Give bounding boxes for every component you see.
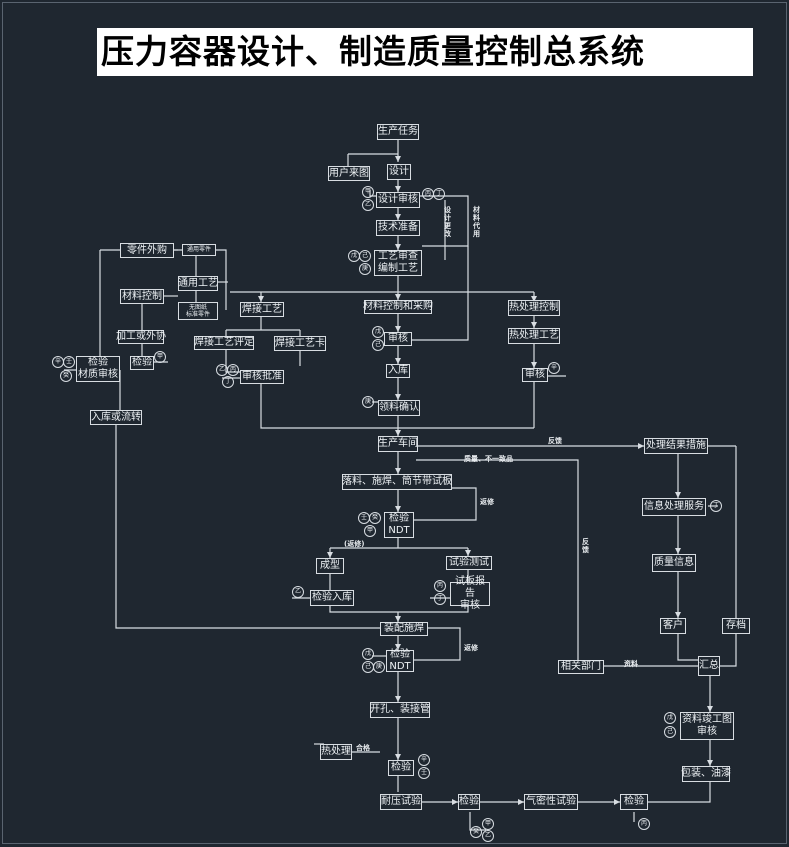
marker-circle: 丁 <box>434 593 446 605</box>
node-quality-info[interactable]: 质量信息 <box>652 554 696 572</box>
node-parts-purchase[interactable]: 零件外购 <box>120 243 174 258</box>
node-test-report[interactable]: 试板报告 审核 <box>450 576 490 611</box>
node-material-confirm[interactable]: 领料确认 <box>378 400 420 416</box>
node-design[interactable]: 设计 <box>387 164 411 180</box>
diagram-title: 压力容器设计、制造质量控制总系统 <box>97 28 753 76</box>
marker-circle: 乙 <box>482 830 494 842</box>
node-opening-nozzle[interactable]: 开孔、装接管 <box>370 702 430 718</box>
node-leak-test[interactable]: 气密性试验 <box>524 794 578 810</box>
marker-circle: 甲 <box>482 818 494 830</box>
marker-circle: 戊 <box>664 712 676 724</box>
marker-circle: 庚 <box>359 263 371 275</box>
node-inspect-2[interactable]: 检验 <box>388 760 414 776</box>
node-packing-paint[interactable]: 包装、油漆 <box>681 766 731 782</box>
marker-circle: 癸 <box>369 512 381 524</box>
node-workshop[interactable]: 生产车间 <box>378 436 418 452</box>
marker-circle: 丙 <box>638 818 650 830</box>
node-standard-parts[interactable]: 无图纸 标准零件 <box>178 302 218 320</box>
node-common-parts[interactable]: 通用零件 <box>182 244 216 256</box>
marker-circle: 戊 <box>362 648 374 660</box>
node-related-dept[interactable]: 相关部门 <box>558 660 604 674</box>
marker-circle: 乙 <box>362 199 374 211</box>
marker-circle: 丁 <box>710 500 722 512</box>
node-storage[interactable]: 入库 <box>386 364 410 378</box>
node-machining[interactable]: 加工或外协 <box>116 330 166 344</box>
label-feedback-1: 反馈 <box>548 437 562 445</box>
node-material-procurement[interactable]: 材料控制和采购 <box>363 300 433 314</box>
node-storage-transfer[interactable]: 入库或流转 <box>90 410 142 425</box>
label-material-substitute: 材料代用 <box>473 206 480 238</box>
marker-circle: 壬 <box>418 767 430 779</box>
label-rework: (返修) <box>344 540 365 548</box>
marker-circle: 戊 <box>372 326 384 338</box>
node-inspect-4[interactable]: 检验 <box>620 794 648 810</box>
marker-circle: 丁 <box>433 188 445 200</box>
node-material-inspection[interactable]: 检验 材质审核 <box>76 356 120 382</box>
node-archive[interactable]: 存档 <box>722 618 750 634</box>
node-inspect-3[interactable]: 检验 <box>458 794 480 810</box>
node-assembly-welding[interactable]: 装配施焊 <box>380 622 428 636</box>
marker-circle: 丙 <box>434 580 446 592</box>
label-qualified: 合格 <box>356 744 370 752</box>
node-heat-control[interactable]: 热处理控制 <box>508 300 560 316</box>
node-weld-qualification[interactable]: 焊接工艺评定 <box>194 336 254 350</box>
node-info-service[interactable]: 信息处理服务 <box>642 498 706 516</box>
node-design-review[interactable]: 设计审核 <box>376 192 420 208</box>
node-general-process[interactable]: 通用工艺 <box>178 276 218 291</box>
marker-circle: 壬 <box>63 356 75 368</box>
label-data: 资料 <box>624 660 638 668</box>
node-welding-process[interactable]: 焊接工艺 <box>240 302 284 317</box>
marker-circle: 甲 <box>154 351 166 363</box>
label-feedback-vertical: 反馈 <box>582 538 589 554</box>
node-inspect-storage[interactable]: 检验入库 <box>310 590 354 606</box>
marker-circle: 己 <box>372 339 384 351</box>
marker-circle: 己 <box>359 250 371 262</box>
marker-circle: 甲 <box>362 186 374 198</box>
marker-circle: 庚 <box>362 396 374 408</box>
node-blanking-welding[interactable]: 落料、施焊、筒节带试板 <box>342 474 452 490</box>
marker-circle: 癸 <box>470 826 482 838</box>
node-approve[interactable]: 审核批准 <box>240 370 284 384</box>
node-process-review[interactable]: 工艺审查 编制工艺 <box>374 250 422 276</box>
label-design-change: 设计更改 <box>444 206 451 238</box>
label-repair-1: 返修 <box>480 498 494 506</box>
marker-circle: 癸 <box>60 370 72 382</box>
node-review-1[interactable]: 审核 <box>384 332 412 346</box>
marker-circle: 辛 <box>548 362 560 374</box>
label-repair-2: 返修 <box>464 644 478 652</box>
node-production-task[interactable]: 生产任务 <box>377 124 419 140</box>
node-forming[interactable]: 成型 <box>316 558 344 574</box>
marker-circle: 乙 <box>292 586 304 598</box>
node-weld-card[interactable]: 焊接工艺卡 <box>274 336 326 351</box>
marker-circle: 甲 <box>364 525 376 537</box>
marker-circle: 庚 <box>373 661 385 673</box>
node-tech-prep[interactable]: 技术准备 <box>376 220 420 236</box>
node-test[interactable]: 试验测试 <box>446 556 492 570</box>
marker-circle: 己 <box>664 726 676 738</box>
node-user-drawing[interactable]: 用户来图 <box>328 166 370 181</box>
node-ndt-1[interactable]: 检验 NDT <box>384 512 414 538</box>
node-ndt-2[interactable]: 检验 NDT <box>386 649 414 672</box>
node-heat-process[interactable]: 热处理工艺 <box>508 328 560 344</box>
node-review-2[interactable]: 审核 <box>522 368 548 382</box>
label-quality-issue: 质量、不一致品 <box>464 455 513 463</box>
node-summary[interactable]: 汇总 <box>698 656 720 676</box>
node-asbuilt-review[interactable]: 资料竣工图 审核 <box>680 712 734 740</box>
marker-circle: 辛 <box>418 754 430 766</box>
node-pressure-test[interactable]: 耐压试验 <box>380 794 422 810</box>
node-customer[interactable]: 客户 <box>660 618 686 634</box>
marker-circle: 丙 <box>227 364 239 376</box>
node-heat-treatment[interactable]: 热处理 <box>320 744 352 760</box>
node-inspect-1[interactable]: 检验 <box>130 356 154 370</box>
node-result-measures[interactable]: 处理结果措施 <box>644 438 708 454</box>
node-material-control-left[interactable]: 材料控制 <box>120 289 164 304</box>
marker-circle: 丁 <box>222 376 234 388</box>
